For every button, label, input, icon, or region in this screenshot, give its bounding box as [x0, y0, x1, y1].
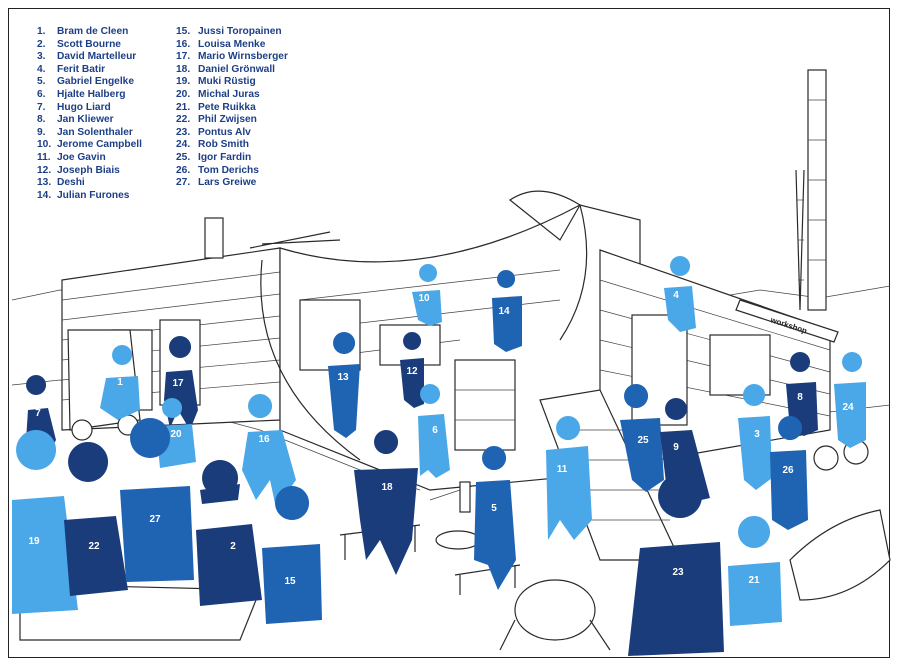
illustration-frame: [8, 8, 890, 658]
legend-item: 15.Jussi Toropainen: [176, 26, 282, 37]
svg-text:7: 7: [35, 408, 41, 419]
legend-item: 7.Hugo Liard: [37, 101, 111, 113]
svg-text:11: 11: [557, 464, 568, 475]
figure-13[interactable]: 13: [328, 332, 360, 438]
figure-24[interactable]: 24: [834, 352, 866, 448]
legend-item: 5.Gabriel Engelke: [37, 76, 135, 88]
figure-11[interactable]: 11: [546, 416, 592, 540]
figure-23[interactable]: 23: [628, 474, 724, 656]
svg-text:19: 19: [28, 536, 40, 547]
legend-column-right: 15.Jussi Toropainen 16.Louisa Menke 17.M…: [176, 26, 288, 190]
svg-text:15: 15: [284, 576, 296, 587]
legend-item: 11.Joe Gavin: [37, 151, 106, 163]
legend-item: 3.David Martelleur: [37, 51, 137, 63]
figure-26[interactable]: 26: [770, 416, 808, 530]
manhole: [435, 530, 481, 550]
legend-item: 1.Bram de Cleen: [37, 26, 129, 37]
legend-item: 2.Scott Bourne: [37, 38, 121, 50]
svg-text:3: 3: [754, 429, 760, 440]
svg-text:5: 5: [491, 503, 497, 514]
figure-21[interactable]: 21: [728, 516, 782, 626]
figure-8[interactable]: 8: [786, 352, 818, 436]
figure-1[interactable]: 1: [100, 345, 140, 420]
svg-text:20: 20: [170, 429, 182, 440]
svg-text:2: 2: [230, 541, 236, 552]
figure-16[interactable]: 16: [242, 394, 296, 508]
svg-text:23: 23: [672, 567, 684, 578]
figure-3[interactable]: 3: [738, 384, 772, 490]
legend-item: 14.Julian Furones: [37, 189, 130, 201]
legend-item: 27.Lars Greiwe: [176, 177, 257, 189]
svg-text:21: 21: [748, 575, 760, 586]
legend-item: 16.Louisa Menke: [176, 38, 266, 50]
svg-text:14: 14: [498, 306, 510, 317]
figure-27[interactable]: 27: [120, 418, 194, 582]
figure-5[interactable]: 5: [474, 446, 516, 590]
svg-text:18: 18: [381, 482, 393, 493]
cement-mixer: [499, 579, 611, 651]
svg-text:8: 8: [797, 392, 803, 403]
figure-18[interactable]: 18: [354, 430, 418, 575]
svg-text:24: 24: [842, 402, 854, 413]
legend-item: 17.Mario Wirnsberger: [176, 51, 288, 63]
legend-item: 6.Hjalte Halberg: [37, 88, 126, 100]
legend-item: 19.Muki Rüstig: [176, 76, 256, 88]
shelf-unit: [454, 359, 516, 451]
svg-text:16: 16: [258, 434, 270, 445]
svg-text:25: 25: [637, 435, 649, 446]
legend-item: 24.Rob Smith: [176, 139, 249, 151]
svg-text:10: 10: [418, 293, 430, 304]
roof-chimney: [204, 217, 224, 259]
legend-column-left: 1.Bram de Cleen 2.Scott Bourne 3.David M…: [37, 26, 142, 202]
svg-text:17: 17: [172, 378, 184, 389]
figure-12[interactable]: 12: [400, 332, 424, 408]
figure-14[interactable]: 14: [492, 270, 522, 352]
figure-22[interactable]: 22: [64, 442, 128, 596]
figure-19[interactable]: 19: [12, 430, 78, 614]
legend-item: 22.Phil Zwijsen: [176, 114, 257, 126]
figure-15[interactable]: 15: [262, 486, 322, 624]
pool-bowl: [789, 509, 891, 601]
factory-sign: [735, 299, 839, 343]
legend-item: 13.Deshi: [37, 177, 85, 189]
svg-text:6: 6: [432, 425, 438, 436]
fire-hydrant: [459, 481, 471, 513]
svg-text:27: 27: [149, 514, 161, 525]
legend-item: 20.Michal Juras: [176, 88, 260, 100]
factory-chimney: [795, 69, 827, 311]
figure-2[interactable]: 2: [196, 460, 262, 606]
svg-text:12: 12: [406, 366, 418, 377]
svg-text:22: 22: [88, 541, 100, 552]
legend-item: 8.Jan Kliewer: [37, 114, 114, 126]
figure-20[interactable]: 20: [156, 398, 196, 468]
figure-4[interactable]: 4: [664, 256, 696, 332]
svg-text:26: 26: [782, 465, 794, 476]
bicycle: [813, 439, 869, 471]
legend-item: 25.Igor Fardin: [176, 151, 252, 163]
svg-text:9: 9: [673, 442, 679, 453]
legend-item: 10.Jerome Campbell: [37, 139, 142, 151]
svg-text:1: 1: [117, 377, 123, 388]
svg-text:4: 4: [673, 290, 679, 301]
figure-10[interactable]: 10: [412, 264, 442, 326]
legend-item: 26.Tom Derichs: [176, 164, 259, 176]
legend-item: 4.Ferit Batir: [37, 63, 106, 75]
figure-25[interactable]: 25: [620, 384, 664, 492]
svg-text:13: 13: [337, 372, 349, 383]
legend-item: 9.Jan Solenthaler: [37, 126, 133, 138]
legend-item: 18.Daniel Grönwall: [176, 63, 275, 75]
legend-item: 12.Joseph Biais: [37, 164, 120, 176]
figure-6[interactable]: 6: [418, 384, 450, 478]
legend-item: 23.Pontus Alv: [176, 126, 251, 138]
legend-item: 21.Pete Ruikka: [176, 101, 256, 113]
